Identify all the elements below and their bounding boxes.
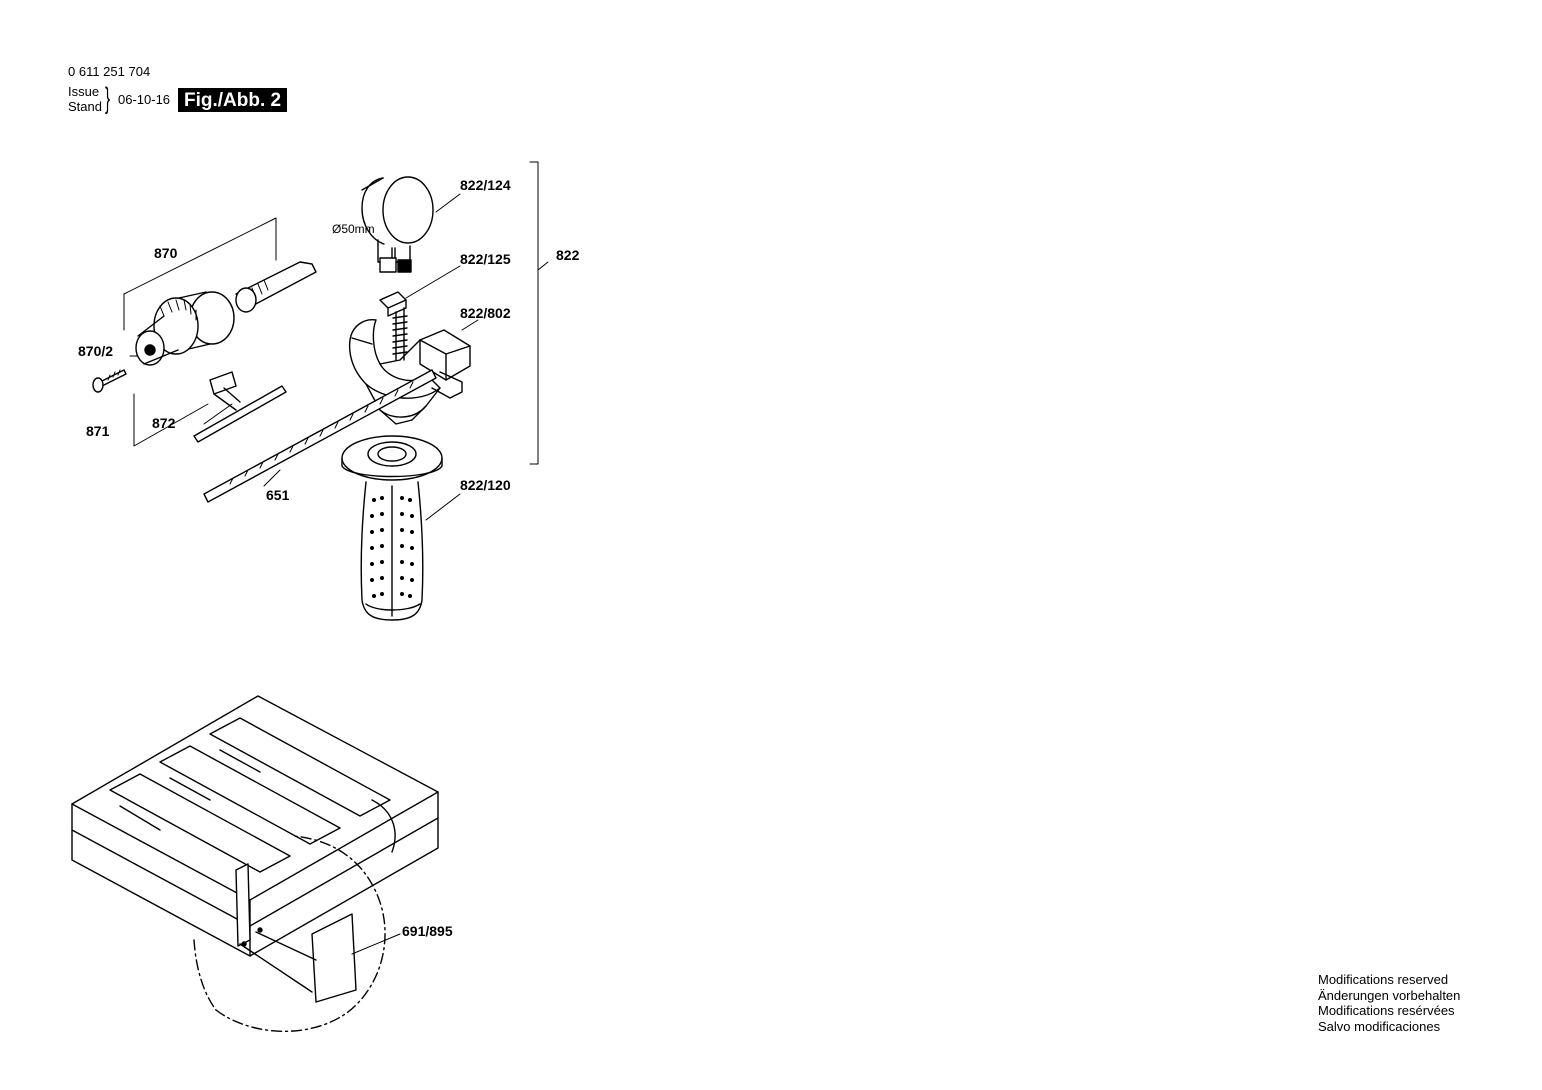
depth-rod-icon — [203, 369, 437, 503]
auxiliary-handle-icon — [341, 435, 443, 621]
callout-691-895: 691/895 — [402, 923, 453, 939]
chuck-screw-icon — [92, 369, 127, 393]
footer-line-en: Modifications reserved — [1318, 972, 1449, 987]
footer-line-es: Salvo modificaciones — [1318, 1018, 1441, 1034]
callout-870: 870 — [154, 245, 178, 261]
callout-822-120: 822/120 — [460, 477, 511, 493]
modifications-note: Modifications reserved Änderungen vorbeh… — [1318, 972, 1460, 1034]
figure-badge: Fig./Abb. 2 — [178, 88, 288, 112]
footer-line-fr: Modifications resérvées — [1318, 1003, 1455, 1018]
callout-872: 872 — [152, 415, 176, 431]
callout-822-124: 822/124 — [460, 177, 511, 193]
footer-line-de: Änderungen vorbehalten — [1318, 987, 1461, 1003]
callout-651: 651 — [266, 487, 290, 503]
brace-icon: } — [105, 82, 111, 115]
callout-822-125: 822/125 — [460, 251, 511, 267]
callout-822: 822 — [556, 247, 580, 263]
part-number: 0 611 251 704 — [68, 64, 151, 79]
leader-lines — [123, 161, 549, 521]
depth-gauge-band-icon — [361, 176, 434, 273]
callout-822-802: 822/802 — [460, 305, 511, 321]
handle-holder-icon — [348, 319, 471, 425]
sds-adaptor-icon — [235, 261, 317, 313]
callout-871: 871 — [86, 423, 110, 439]
detail-circle-icon — [193, 835, 386, 1033]
issue-date: 06-10-16 — [118, 92, 171, 107]
issue-stand-label: Issue Stand — [68, 84, 102, 114]
chuck-key-icon — [193, 371, 287, 443]
diameter-label: Ø50mm — [332, 222, 375, 236]
callout-870-2: 870/2 — [78, 343, 113, 359]
drill-chuck-icon — [135, 291, 235, 366]
issue-label: Issue — [68, 84, 100, 99]
clamp-screw-icon — [379, 291, 408, 361]
stand-label: Stand — [68, 99, 102, 114]
